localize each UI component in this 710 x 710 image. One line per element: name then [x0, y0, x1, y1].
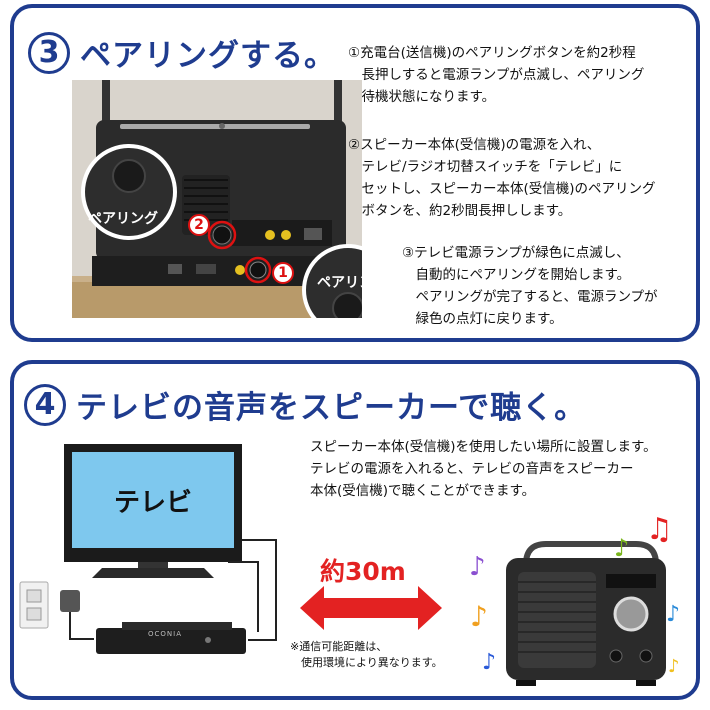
section-4-number: 4: [24, 383, 66, 426]
music-note-icon: ♪: [482, 650, 497, 675]
double-arrow-icon: [300, 586, 442, 630]
music-note-icon: ♪: [668, 656, 680, 677]
section-3-heading: 3 ペアリングする。: [28, 30, 336, 75]
section-3-title: ペアリングする。: [80, 38, 336, 74]
section-4-title: テレビの音声をスピーカーで聴く。: [76, 390, 587, 426]
step-2-text: ②スピーカー本体(受信機)の電源を入れ、 テレビ/ラジオ切替スイッチを「テレビ」…: [348, 137, 656, 219]
music-note-icon: ♪: [470, 600, 488, 633]
section-listen-panel: 4 テレビの音声をスピーカーで聴く。 スピーカー本体(受信機)を使用したい場所に…: [10, 360, 700, 700]
music-note-icon: ♪: [614, 534, 630, 562]
step-3-text: ③テレビ電源ランプが緑色に点滅し、 自動的にペアリングを開始します。 ペアリング…: [402, 245, 658, 327]
range-note: ※通信可能距離は、 使用環境により異なります。: [290, 640, 443, 669]
tv-setup-illustration: [19, 444, 277, 654]
music-note-icon: ♪: [469, 552, 486, 582]
pairing-label-zoom-right: ペアリング: [317, 275, 387, 291]
music-note-icon: ♪: [666, 602, 681, 627]
section-4-description: スピーカー本体(受信機)を使用したい場所に設置します。 テレビの電源を入れると、…: [310, 439, 657, 499]
pairing-label-zoom-left: ペアリング: [88, 211, 158, 227]
base-brand-label: OCONIA: [148, 630, 182, 638]
marker-1: 1: [272, 262, 294, 284]
distance-label: 約30m: [320, 557, 406, 586]
music-note-icon: ♫: [646, 512, 673, 547]
speaker-illustration: [506, 541, 666, 686]
marker-2: 2: [188, 214, 210, 236]
section-pairing-panel: 3 ペアリングする。: [10, 4, 700, 342]
tv-label: テレビ: [114, 488, 193, 518]
step-1-text: ①充電台(送信機)のペアリングボタンを約2秒程 長押しすると電源ランプが点滅し、…: [348, 45, 645, 105]
section-4-heading: 4 テレビの音声をスピーカーで聴く。: [24, 382, 586, 427]
device-back-illustration: [72, 80, 394, 336]
transmitter-photo: ペアリング ペアリング 2 1: [72, 80, 394, 336]
section-3-number: 3: [28, 31, 70, 74]
